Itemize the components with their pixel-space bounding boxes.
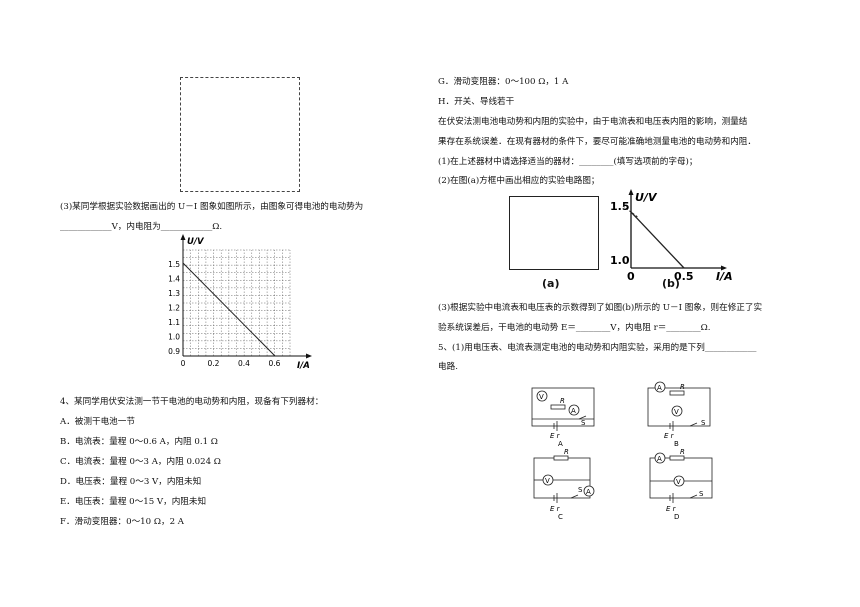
q3-line2: ____________V，内电阻为____________Ω. <box>60 222 223 232</box>
q4-intro: 4、某同学用伏安法测一节干电池的电动势和内阻，现备有下列器材： <box>60 397 324 407</box>
y-tick-label: 1.5 <box>168 260 180 269</box>
circuit-b-meter-a: A <box>657 384 662 392</box>
item-c: C．电流表：量程 0～3 A，内阻 0.024 Ω <box>60 457 221 467</box>
circuit-d: A R V S E r D <box>649 449 713 519</box>
fig-b-y-arrow <box>628 189 634 195</box>
item-f: F．滑动变阻器：0～10 Ω，2 A <box>60 517 184 527</box>
circuit-b-label: B <box>674 440 679 447</box>
x-tick-label: 0.4 <box>238 359 250 368</box>
circuit-a-er: E r <box>550 432 561 440</box>
q5-line1: 5、(1)用电压表、电流表测定电池的电动势和内阻实验，采用的是下列_______… <box>438 343 757 353</box>
item-h: H．开关、导线若干 <box>438 97 515 107</box>
circuit-a-r: R <box>560 397 565 405</box>
y-axis-arrow <box>180 234 186 240</box>
fig-b-y-top: 1.5 <box>610 200 630 213</box>
u-i-graph: U/V I/A 1.5 1.4 1.3 1.2 1.1 1.0 0.9 0 0.2 0.4 0.6 <box>168 234 312 371</box>
q3-right-line1: (3)根据实验中电流表和电压表的示数得到了如图(b)所示的 U－I 图象，则在修… <box>438 303 763 313</box>
circuit-b-s: S <box>701 419 706 427</box>
para-line1: 在伏安法测电池电动势和内阻的实验中，由于电流表和电压表内阻的影响，测量结 <box>438 117 748 127</box>
circuit-d-r: R <box>680 449 685 456</box>
x-axis-arrow <box>306 353 312 359</box>
fig-b-xlabel: I/A <box>716 270 733 283</box>
x-axis-label: I/A <box>297 361 310 371</box>
y-tick-label: 1.1 <box>168 318 180 327</box>
fig-b-ylabel: U/V <box>635 191 658 204</box>
circuit-a-meter-a: A <box>571 407 576 415</box>
circuit-a-label: A <box>558 440 563 447</box>
fig-b-x-arrow <box>721 265 727 271</box>
circuit-b-er: E r <box>664 432 675 440</box>
circuit-c: R V S A E r C <box>533 449 595 519</box>
circuit-c-meter-v: V <box>545 477 550 485</box>
y-tick-label: 0.9 <box>168 347 180 356</box>
y-tick-label: 1.3 <box>168 289 180 298</box>
circuit-a: V R A S E r A <box>531 387 595 447</box>
y-tick-label: 1.2 <box>168 304 180 313</box>
circuit-d-er: E r <box>666 505 677 513</box>
q3-right-line2: 验系统误差后，干电池的电动势 E＝________V，内电阻 r＝_______… <box>438 323 711 333</box>
fig-b-x-mid: 0.5 <box>674 270 694 283</box>
fig-b-x-origin: 0 <box>627 270 635 283</box>
y-axis-label: U/V <box>187 237 205 247</box>
x-tick-label: 0 <box>181 359 186 368</box>
item-e: E．电压表：量程 0～15 V，内阻未知 <box>60 497 207 507</box>
answer-box-dashed <box>180 77 300 192</box>
item-d: D．电压表：量程 0～3 V，内阻未知 <box>60 477 202 487</box>
figure-a-box <box>509 196 599 270</box>
q1-line: (1)在上述器材中请选择适当的器材：________(填写选项前的字母)； <box>438 157 698 167</box>
fig-b-line <box>630 211 685 269</box>
circuit-c-s: S <box>578 486 583 494</box>
item-b: B．电流表：量程 0～0.6 A，内阻 0.1 Ω <box>60 437 218 447</box>
circuit-a-s: S <box>581 419 586 427</box>
item-a: A．被测干电池一节 <box>60 417 135 427</box>
circuit-a-meter-v: V <box>539 393 544 401</box>
y-tick-label: 1.4 <box>168 275 180 284</box>
figure-b-graph: U/V 1.5 1.0 0 0.5 I/A <box>610 189 733 283</box>
circuit-c-meter-a: A <box>586 488 591 496</box>
u-i-line <box>182 262 276 357</box>
y-tick-label: 1.0 <box>168 333 180 342</box>
circuit-d-s: S <box>699 490 704 498</box>
circuit-b-r: R <box>680 383 685 391</box>
circuit-d-meter-a: A <box>657 455 662 463</box>
fig-b-y-bottom: 1.0 <box>610 254 630 267</box>
q5-line2: 电路. <box>438 362 458 372</box>
circuit-d-label: D <box>674 513 679 519</box>
figure-a-label: (a) <box>542 277 560 290</box>
q3-line1: (3)某同学根据实验数据画出的 U－I 图象如图所示，由图象可得电池的电动势为 <box>60 202 364 212</box>
x-tick-label: 0.6 <box>269 359 281 368</box>
para-line2: 果存在系统误差．在现有器材的条件下，要尽可能准确地测量电池的电动势和内阻． <box>438 137 756 147</box>
circuit-b-meter-v: V <box>674 408 679 416</box>
circuit-d-meter-v: V <box>676 478 681 486</box>
circuit-c-label: C <box>558 513 563 519</box>
circuit-c-r: R <box>564 449 569 456</box>
circuit-c-er: E r <box>550 505 561 513</box>
figure-b-label: (b) <box>662 277 680 290</box>
q2-line: (2)在图(a)方框中画出相应的实验电路图； <box>438 176 600 186</box>
circuit-b: A R V S E r B <box>647 381 711 447</box>
x-tick-label: 0.2 <box>208 359 220 368</box>
item-g: G．滑动变阻器：0～100 Ω，1 A <box>438 77 569 87</box>
